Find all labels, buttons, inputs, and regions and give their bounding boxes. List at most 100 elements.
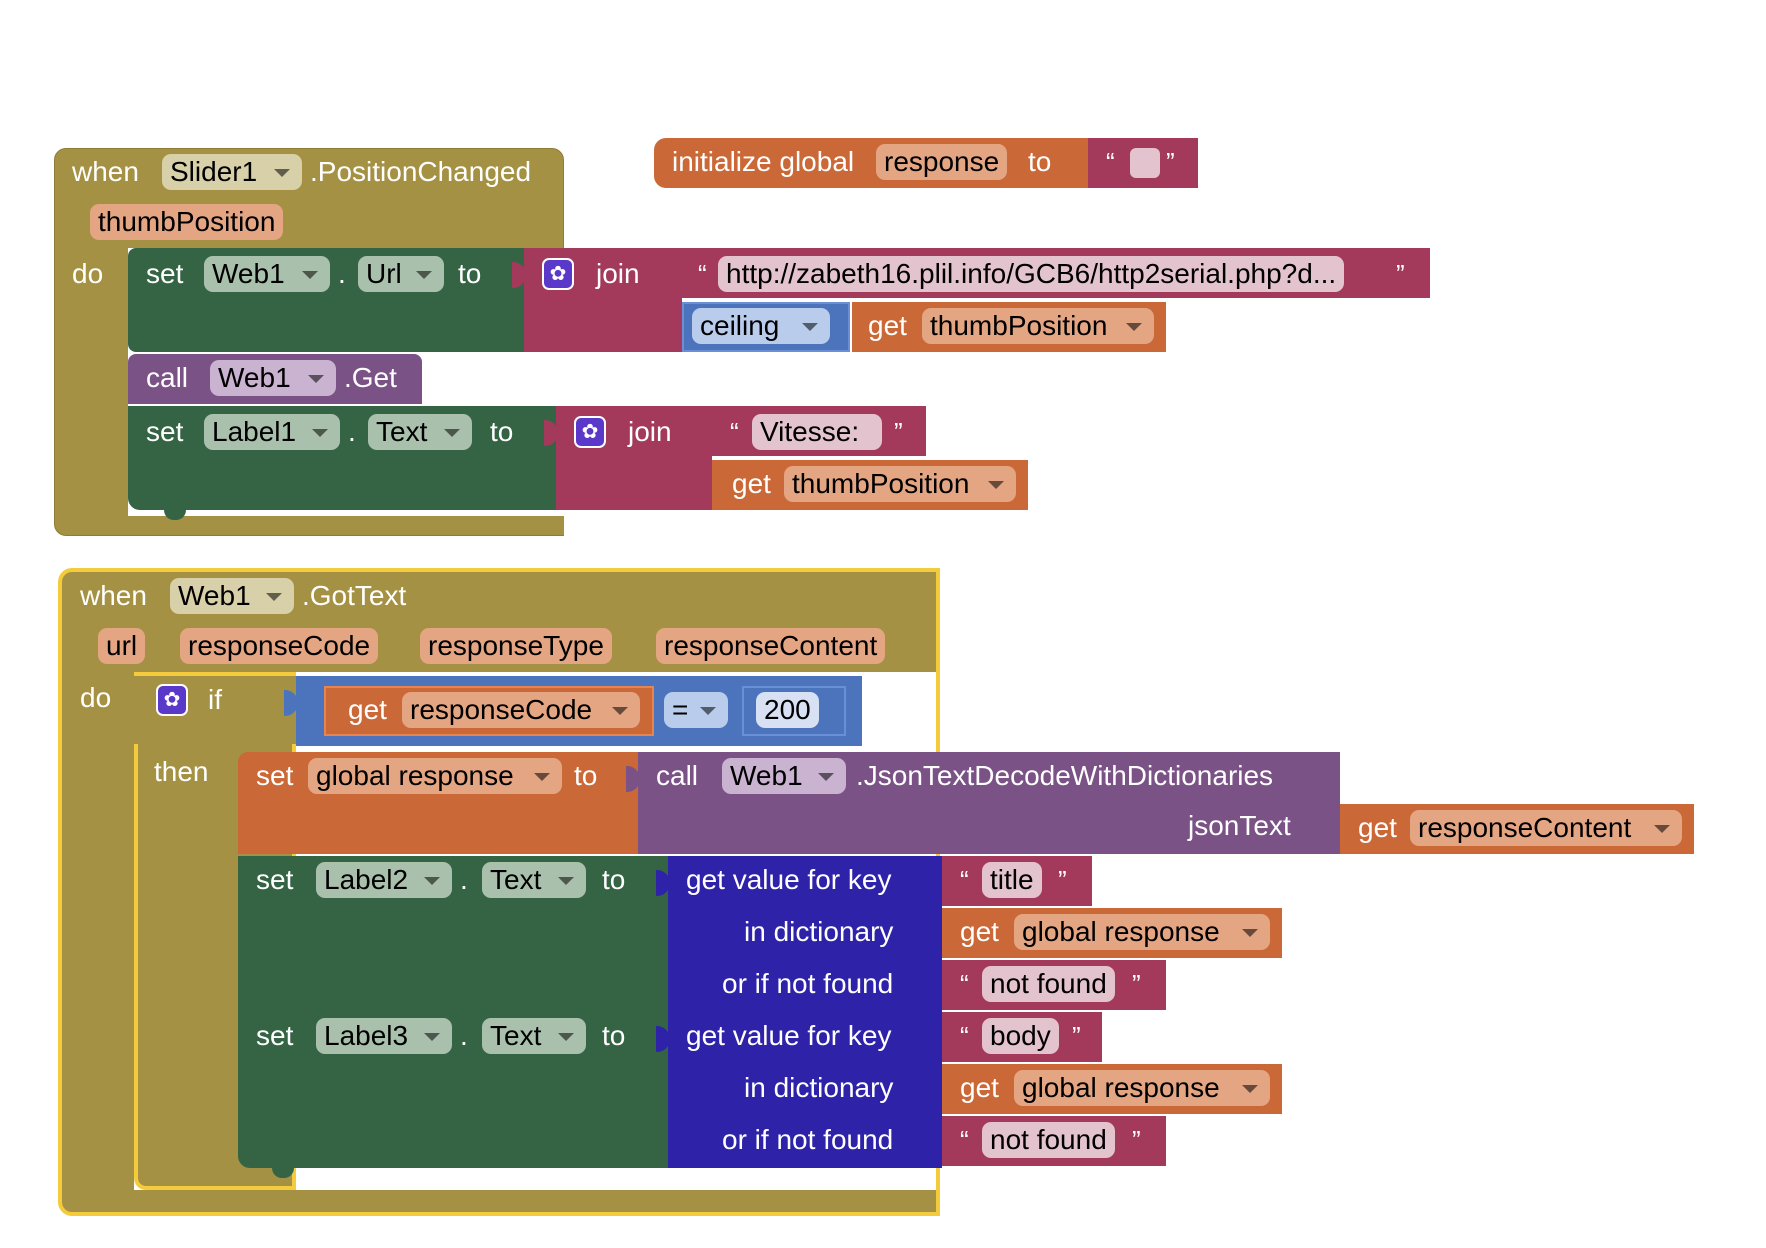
dict1-not-found-label: or if not found: [722, 968, 894, 999]
quote-close: ”: [1132, 1125, 1141, 1155]
set-label3-text-block[interactable]: [238, 1012, 668, 1168]
get1-var-dropdown[interactable]: thumbPosition: [922, 308, 1154, 344]
dict1-in-dict-label: in dictionary: [744, 916, 894, 947]
set4-bottom-notch: [272, 1168, 294, 1178]
dict2-get-value-label: get value for key: [686, 1020, 892, 1051]
join2-text-value[interactable]: Vitesse:: [752, 414, 882, 450]
dict1-get-label: get: [960, 916, 999, 947]
set4-to-label: to: [602, 1020, 626, 1051]
event2-do-label: do: [80, 682, 112, 713]
dict-lookup-block-2[interactable]: [668, 1012, 942, 1168]
init-to-label: to: [1028, 146, 1052, 177]
set-label2-text-block[interactable]: [238, 856, 668, 1012]
set-label1-text-block[interactable]: [128, 406, 556, 510]
quote-open: “: [1106, 147, 1115, 177]
event1-when-label: when: [72, 156, 139, 187]
compare-operator-dropdown[interactable]: =: [664, 692, 728, 728]
call1-component-dropdown[interactable]: Web1: [210, 360, 336, 396]
quote-close: ”: [1396, 259, 1405, 289]
quote-close: ”: [894, 417, 903, 447]
quote-close: ”: [1072, 1021, 1081, 1051]
key-body-value[interactable]: body: [982, 1018, 1059, 1054]
setg-get-var-dropdown[interactable]: responseContent: [1410, 810, 1682, 846]
join2-label: join: [628, 416, 672, 447]
set3-dot: .: [460, 864, 468, 895]
join1-input-socket: [512, 262, 526, 288]
if-label: if: [208, 684, 222, 715]
dict2-in-dict-label: in dictionary: [744, 1072, 894, 1103]
join1-label: join: [596, 258, 640, 289]
dict1-socket: [656, 870, 670, 896]
set2-to-label: to: [490, 416, 514, 447]
event2-when-label: when: [80, 580, 147, 611]
set4-property-dropdown[interactable]: Text: [482, 1018, 586, 1054]
quote-open: “: [698, 259, 707, 289]
gear-icon[interactable]: ✿: [574, 416, 606, 448]
dict2-get-var-dropdown[interactable]: global response: [1014, 1070, 1270, 1106]
get1-label: get: [868, 310, 907, 341]
set1-property-dropdown[interactable]: Url: [358, 256, 444, 292]
set3-component-dropdown[interactable]: Label2: [316, 862, 452, 898]
event2-param-responsecontent[interactable]: responseContent: [656, 628, 886, 664]
event2-param-url[interactable]: url: [98, 628, 146, 664]
set2-property-dropdown[interactable]: Text: [368, 414, 472, 450]
set2-component-dropdown[interactable]: Label1: [204, 414, 340, 450]
call2-label: call: [656, 760, 699, 791]
init-var-name[interactable]: response: [876, 144, 1008, 180]
set3-to-label: to: [602, 864, 626, 895]
event1-param-thumbposition[interactable]: thumbPosition: [90, 204, 284, 240]
call2-method: .JsonTextDecodeWithDictionaries: [856, 760, 1274, 791]
gear-icon[interactable]: ✿: [156, 684, 188, 716]
event1-event-name: .PositionChanged: [310, 156, 532, 187]
event1-bottom-bar: [128, 516, 564, 536]
key-title-value[interactable]: title: [982, 862, 1042, 898]
gear-icon[interactable]: ✿: [542, 258, 574, 290]
set2-bottom-notch: [164, 510, 186, 520]
set4-component-dropdown[interactable]: Label3: [316, 1018, 452, 1054]
dict2-socket: [656, 1026, 670, 1052]
event2-event-name: .GotText: [302, 580, 407, 611]
get2-var-dropdown[interactable]: thumbPosition: [784, 466, 1016, 502]
quote-open: “: [960, 969, 969, 999]
default-notfound-value-1[interactable]: not found: [982, 966, 1115, 1002]
call1-label: call: [146, 362, 189, 393]
set1-to-label: to: [458, 258, 482, 289]
if-get-var-dropdown[interactable]: responseCode: [402, 692, 640, 728]
setg-var-dropdown[interactable]: global response: [308, 758, 562, 794]
call2-arg-label: jsonText: [1188, 810, 1291, 841]
default-notfound-value-2[interactable]: not found: [982, 1122, 1115, 1158]
quote-open: “: [960, 1125, 969, 1155]
set2-set-label: set: [146, 416, 184, 447]
compare-input-socket: [284, 690, 298, 716]
set3-set-label: set: [256, 864, 294, 895]
dict2-get-label: get: [960, 1072, 999, 1103]
setg-set-label: set: [256, 760, 294, 791]
number-200-field[interactable]: 200: [756, 692, 819, 728]
ceiling-dropdown[interactable]: ceiling: [692, 308, 830, 344]
init-label: initialize global: [672, 146, 855, 177]
dict2-not-found-label: or if not found: [722, 1124, 894, 1155]
set1-dot: .: [338, 258, 346, 289]
if-get-label: get: [348, 694, 387, 725]
call2-component-dropdown[interactable]: Web1: [722, 758, 846, 794]
call-jsondecode-socket: [626, 766, 640, 792]
call1-method: .Get: [344, 362, 397, 393]
set2-dot: .: [348, 416, 356, 447]
init-empty-string[interactable]: [1130, 148, 1160, 178]
event2-component-dropdown[interactable]: Web1: [170, 578, 294, 614]
join1-url-text[interactable]: http://zabeth16.plil.info/GCB6/http2seri…: [718, 256, 1345, 292]
quote-close: ”: [1166, 147, 1175, 177]
set1-component-dropdown[interactable]: Web1: [204, 256, 330, 292]
set4-dot: .: [460, 1020, 468, 1051]
event2-param-responsecode[interactable]: responseCode: [180, 628, 379, 664]
quote-close: ”: [1058, 865, 1067, 895]
set3-property-dropdown[interactable]: Text: [482, 862, 586, 898]
dict1-get-var-dropdown[interactable]: global response: [1014, 914, 1270, 950]
dict1-get-value-label: get value for key: [686, 864, 892, 895]
setg-to-label: to: [574, 760, 598, 791]
event1-component-dropdown[interactable]: Slider1: [162, 154, 302, 190]
event2-param-responsetype[interactable]: responseType: [420, 628, 612, 664]
get2-label: get: [732, 468, 771, 499]
dict-lookup-block-1[interactable]: [668, 856, 942, 1012]
quote-open: “: [730, 417, 739, 447]
